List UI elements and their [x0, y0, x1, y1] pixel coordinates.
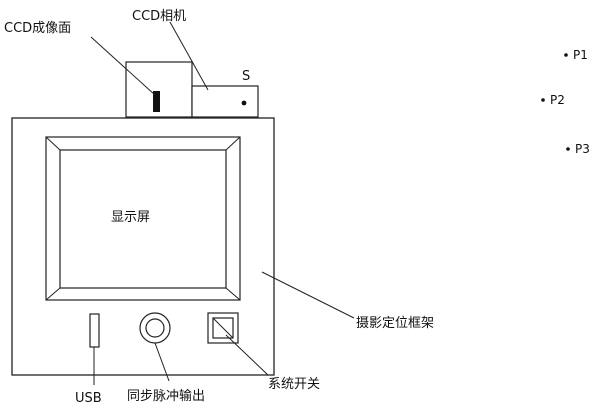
- leader-ccd-camera: [169, 21, 209, 91]
- bevel-line-tl: [45, 136, 61, 151]
- system-switch-diagonal: [212, 317, 234, 339]
- label-display: 显示屏: [111, 210, 150, 225]
- point-p3-dot: [566, 147, 570, 151]
- label-usb: USB: [75, 391, 102, 406]
- point-p1-dot: [564, 53, 568, 57]
- label-frame: 摄影定位框架: [356, 316, 434, 331]
- label-sync-output: 同步脉冲输出: [127, 388, 205, 404]
- label-p3: P3: [575, 142, 590, 156]
- point-p2-dot: [541, 98, 545, 102]
- label-s-marker: S: [242, 69, 250, 84]
- label-ccd-camera: CCD相机: [132, 9, 186, 24]
- label-system-switch: 系统开关: [268, 377, 320, 392]
- usb-port: [89, 313, 100, 348]
- leader-sync-output: [154, 342, 170, 382]
- ccd-imaging-surface: [153, 91, 160, 112]
- label-p1: P1: [573, 48, 588, 62]
- leader-frame: [261, 271, 355, 319]
- display-inner-screen: [59, 149, 227, 289]
- leader-system-switch: [225, 334, 269, 376]
- s-point-dot: [241, 100, 247, 106]
- bevel-line-br: [225, 287, 241, 301]
- label-ccd-surface: CCD成像面: [4, 21, 71, 36]
- bevel-line-bl: [45, 287, 61, 301]
- s-module-box: [191, 85, 259, 118]
- label-p2: P2: [550, 93, 565, 107]
- leader-ccd-surface: [90, 36, 156, 96]
- sync-output-inner-ring: [145, 318, 165, 338]
- bevel-line-tr: [225, 136, 241, 151]
